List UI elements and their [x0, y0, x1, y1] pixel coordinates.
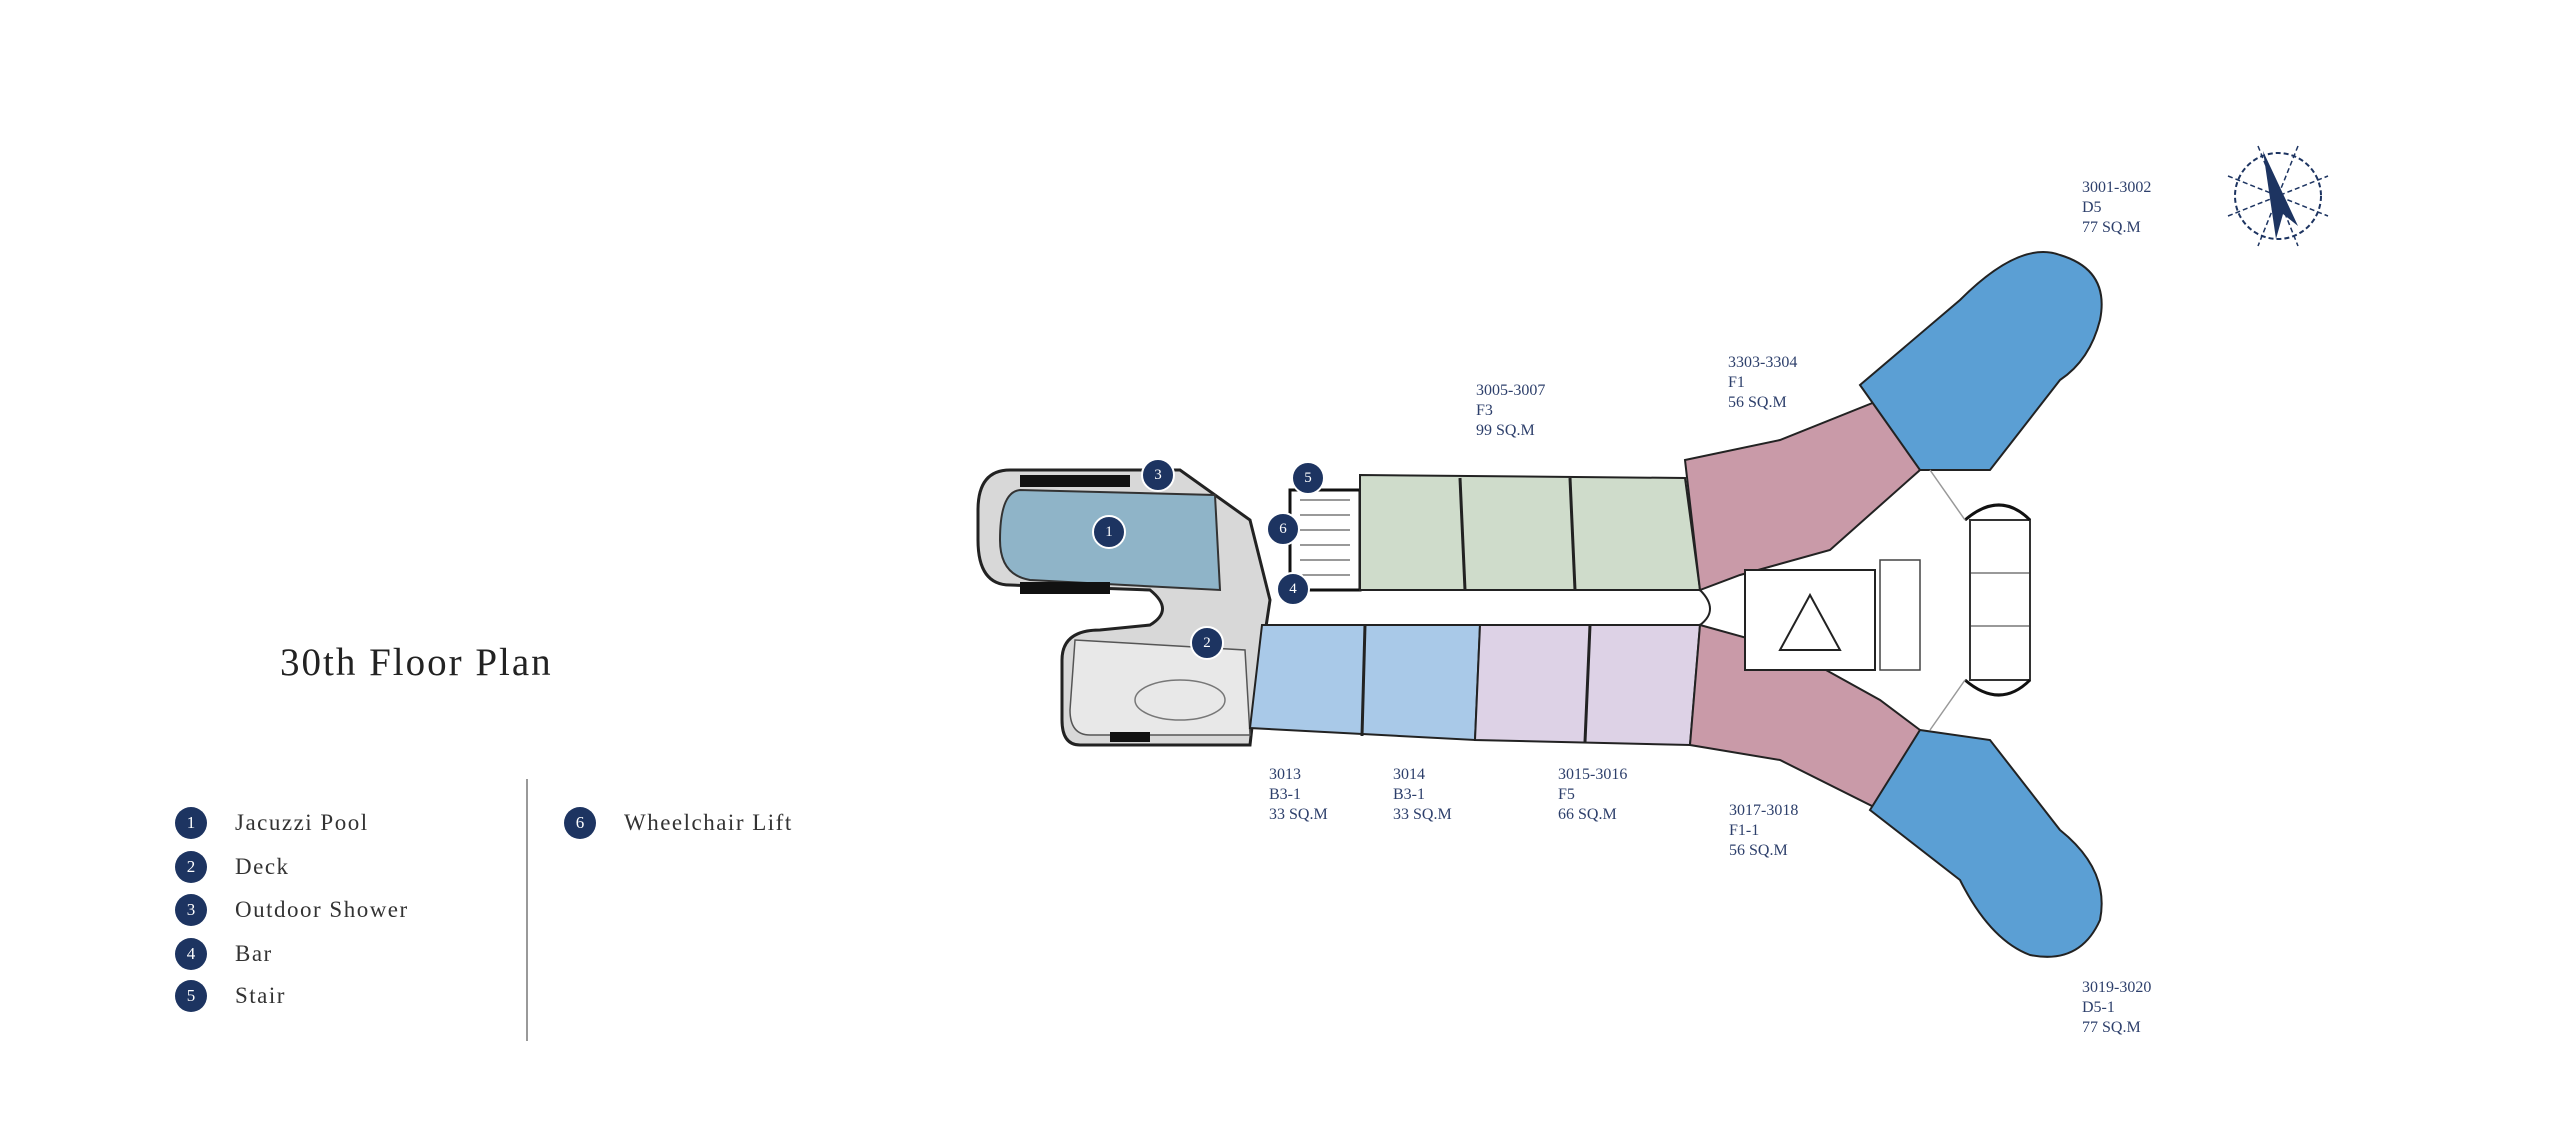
unit-area: 77 SQ.M: [2082, 219, 2141, 236]
legend-number-badge: 2: [175, 851, 207, 883]
unit-area: 56 SQ.M: [1729, 842, 1788, 859]
unit-number: 3015-3016: [1558, 766, 1628, 783]
plan-marker-wheelchair-lift: 6: [1266, 512, 1300, 546]
unit-type: F5: [1558, 786, 1575, 803]
unit-type: D5-1: [2082, 999, 2115, 1016]
legend-item-wheelchair-lift: 6 Wheelchair Lift: [564, 807, 793, 839]
legend-number-badge: 1: [175, 807, 207, 839]
unit-3005-3007-block: [1359, 473, 1702, 591]
unit-number: 3014: [1393, 766, 1425, 783]
north-arrow-compass-icon: [2227, 145, 2329, 247]
unit-3019-3020-block: [1868, 728, 2103, 958]
unit-number: 3005-3007: [1476, 382, 1546, 399]
stair-core: [1288, 488, 1362, 592]
unit-area: 33 SQ.M: [1269, 806, 1328, 823]
legend-label: Wheelchair Lift: [624, 810, 793, 835]
legend-number-badge: 3: [175, 894, 207, 926]
unit-type: F1-1: [1729, 822, 1760, 839]
legend-label: Jacuzzi Pool: [235, 810, 369, 835]
unit-area: 77 SQ.M: [2082, 1019, 2141, 1036]
unit-number: 3013: [1269, 766, 1301, 783]
plan-marker-deck: 2: [1190, 626, 1224, 660]
legend-item-deck: 2 Deck: [175, 851, 290, 883]
unit-type: F1: [1728, 374, 1745, 391]
legend-label: Bar: [235, 941, 273, 966]
unit-3303-3304-block: [1683, 398, 1922, 592]
unit-number: 3017-3018: [1729, 802, 1799, 819]
unit-3013-3014-block: [1248, 624, 1482, 742]
central-core: [1744, 569, 1876, 671]
page-title: 30th Floor Plan: [280, 641, 553, 684]
legend-number-badge: 5: [175, 980, 207, 1012]
unit-type: F3: [1476, 402, 1493, 419]
legend-label: Outdoor Shower: [235, 897, 409, 922]
legend-item-outdoor-shower: 3 Outdoor Shower: [175, 894, 409, 926]
unit-number: 3019-3020: [2082, 979, 2152, 996]
amenity-area: [976, 468, 1272, 747]
unit-area: 33 SQ.M: [1393, 806, 1452, 823]
unit-3001-3002-block: [1858, 251, 2103, 471]
legend-item-jacuzzi-pool: 1 Jacuzzi Pool: [175, 807, 369, 839]
plan-marker-bar: 4: [1276, 572, 1310, 606]
plan-marker-stair: 5: [1291, 461, 1325, 495]
plan-marker-jacuzzi-pool: 1: [1092, 515, 1126, 549]
unit-area: 56 SQ.M: [1728, 394, 1787, 411]
unit-type: B3-1: [1393, 786, 1425, 803]
unit-area: 66 SQ.M: [1558, 806, 1617, 823]
legend-label: Stair: [235, 983, 286, 1008]
legend-item-stair: 5 Stair: [175, 980, 286, 1012]
unit-number: 3001-3002: [2082, 179, 2152, 196]
legend-item-bar: 4 Bar: [175, 938, 273, 970]
legend-number-badge: 4: [175, 938, 207, 970]
legend-label: Deck: [235, 854, 290, 879]
unit-area: 99 SQ.M: [1476, 422, 1535, 439]
legend-divider: [526, 779, 528, 1041]
plan-marker-outdoor-shower: 3: [1141, 458, 1175, 492]
unit-number: 3303-3304: [1728, 354, 1798, 371]
legend-number-badge: 6: [564, 807, 596, 839]
unit-type: D5: [2082, 199, 2102, 216]
lift-lobby: [1929, 469, 2032, 731]
unit-type: B3-1: [1269, 786, 1301, 803]
